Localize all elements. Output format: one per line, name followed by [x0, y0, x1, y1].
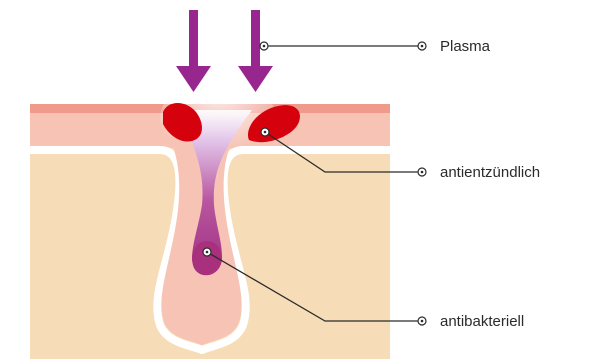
plasma-arrow-right: [238, 10, 273, 92]
label-antibacterial: antibakteriell: [440, 313, 524, 330]
label-anti-inflammatory: antientzündlich: [440, 164, 540, 181]
label-plasma: Plasma: [440, 38, 491, 55]
callout-plasma: Plasma: [260, 38, 491, 55]
